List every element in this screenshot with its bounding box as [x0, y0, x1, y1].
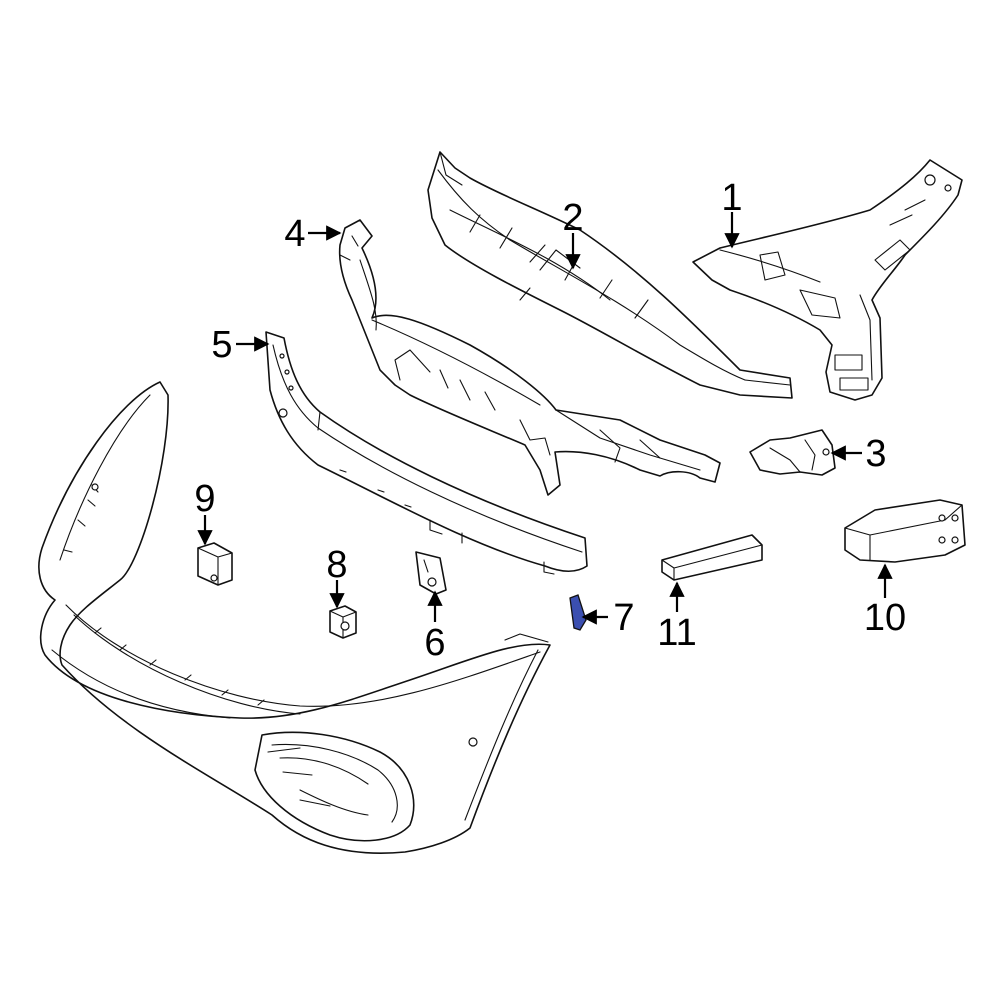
callout-11: 11 [657, 581, 697, 654]
sensor-module[interactable] [197, 542, 233, 586]
callout-10: 10 [864, 563, 906, 639]
callout-8: 8 [326, 544, 348, 609]
callout-label: 8 [326, 544, 347, 586]
impact-bar[interactable] [265, 331, 588, 575]
callout-label: 5 [211, 324, 232, 366]
callout-2: 2 [562, 197, 584, 270]
callout-label: 2 [562, 197, 583, 239]
callout-4: 4 [284, 213, 342, 255]
callout-label: 4 [284, 213, 305, 255]
callout-label: 1 [721, 177, 742, 219]
clip-bracket[interactable] [329, 605, 357, 639]
callout-label: 3 [865, 433, 886, 475]
callout-7: 7 [581, 597, 635, 639]
callout-label: 11 [657, 612, 696, 654]
callout-label: 9 [194, 478, 215, 520]
callout-label: 6 [424, 622, 445, 664]
upper-shroud[interactable] [427, 151, 793, 399]
callout-6: 6 [424, 590, 446, 664]
callout-9: 9 [194, 478, 216, 546]
callout-1: 1 [721, 177, 743, 249]
callout-3: 3 [830, 433, 887, 475]
callout-label: 10 [864, 597, 906, 639]
side-bracket-right[interactable] [692, 159, 963, 401]
side-bracket-small[interactable] [749, 429, 836, 476]
callout-5: 5 [211, 324, 270, 366]
crossmember-bar[interactable] [661, 534, 763, 581]
bumper-cover[interactable] [38, 381, 551, 854]
upper-carrier[interactable] [338, 219, 721, 496]
plate-bracket[interactable] [415, 551, 447, 595]
mounting-plate[interactable] [844, 499, 966, 563]
highlighted-bracket[interactable] [569, 594, 587, 631]
callout-label: 7 [613, 597, 634, 639]
